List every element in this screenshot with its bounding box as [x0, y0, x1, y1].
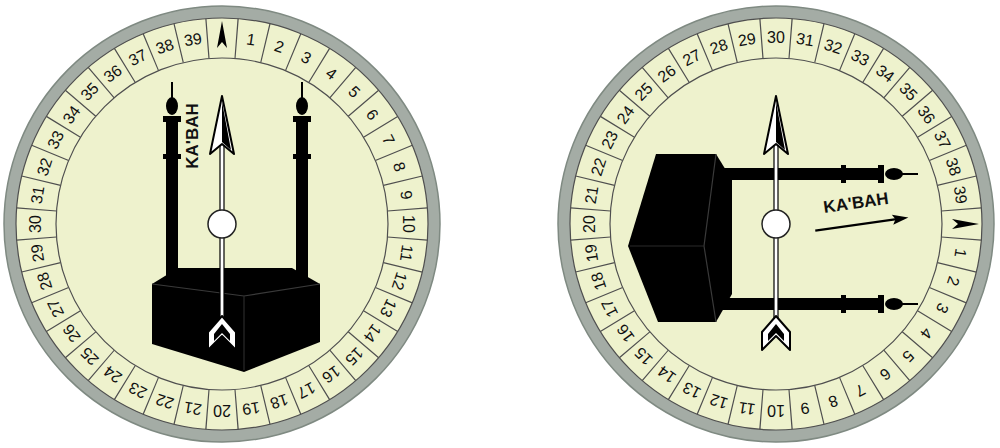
- direction-label: KA'BAH: [822, 190, 889, 216]
- dial-number: 8: [390, 160, 408, 173]
- dial-number: 6: [363, 106, 381, 123]
- dial-number: 11: [737, 399, 756, 417]
- dial-number: 3: [933, 301, 951, 316]
- dial-number: 25: [633, 81, 657, 105]
- dial-number: 21: [583, 185, 602, 205]
- dial-number: 28: [708, 37, 730, 58]
- dial-number: 3: [299, 49, 314, 67]
- dial-number: 29: [29, 243, 48, 263]
- dial-number: 14: [361, 321, 384, 345]
- dial-number: 8: [827, 392, 840, 410]
- dial-number: 32: [823, 37, 845, 58]
- dial-number: 13: [680, 379, 703, 401]
- dial-number: 32: [35, 156, 56, 178]
- dial-number: 39: [950, 185, 969, 205]
- dial-number: 34: [60, 103, 83, 127]
- direction-label: KA'BAH: [184, 103, 201, 168]
- dial-number: 24: [101, 363, 125, 386]
- dial-number: 34: [873, 62, 897, 85]
- qibla-arrow: [815, 213, 909, 236]
- dial-number: 19: [241, 398, 261, 417]
- dial-number: 28: [35, 271, 56, 293]
- compass-dial: [558, 6, 994, 442]
- dial-number: 23: [599, 128, 621, 151]
- dial-number: 6: [877, 365, 894, 383]
- dial-number: 31: [29, 185, 48, 205]
- dial-number: 27: [680, 47, 703, 69]
- dial-number: 23: [126, 379, 149, 401]
- dial-number: 15: [633, 344, 657, 368]
- dial-number: 36: [915, 103, 938, 127]
- dial-number: 18: [589, 271, 610, 293]
- dial-number: 18: [269, 391, 291, 412]
- dial-number: 27: [45, 297, 67, 320]
- dial-number: 26: [60, 321, 83, 345]
- dial-number: 21: [183, 398, 203, 417]
- dial-number: 12: [708, 391, 730, 412]
- dial-number: 30: [28, 215, 44, 233]
- dial-number: 20: [582, 215, 598, 233]
- dial-number: 39: [183, 31, 203, 50]
- dial-number: 25: [79, 344, 103, 368]
- dial-number: 35: [896, 81, 920, 105]
- dial-number: 20: [213, 402, 231, 418]
- dial-number: 16: [319, 363, 343, 386]
- north-mark: [217, 21, 227, 48]
- dial-number: 37: [126, 47, 149, 69]
- dial-number: 30: [767, 30, 785, 46]
- dial-number: 15: [342, 344, 366, 368]
- dial-number: 5: [899, 347, 917, 365]
- dial-number: 10: [767, 402, 785, 418]
- dial-number: 17: [599, 297, 621, 320]
- dial-number: 36: [101, 62, 125, 85]
- dial-number: 19: [583, 243, 602, 263]
- dial-number: 7: [379, 132, 397, 147]
- dial-number: 12: [389, 271, 410, 293]
- north-mark: [952, 219, 979, 229]
- dial-number: 11: [397, 244, 415, 263]
- dial-number: 31: [795, 31, 815, 50]
- compass-dial: [4, 6, 440, 442]
- dial-number: 33: [849, 47, 872, 69]
- dial-number: 1: [245, 32, 256, 49]
- dial-number: 35: [79, 81, 103, 105]
- dial-number: 2: [273, 38, 286, 56]
- dial-number: 37: [931, 128, 953, 151]
- dial-number: 17: [295, 379, 318, 401]
- dial-number: 9: [397, 189, 414, 200]
- dial-number: 7: [853, 381, 868, 399]
- dial-number: 5: [345, 84, 363, 102]
- dial-number: 9: [799, 399, 810, 416]
- dial-number: 4: [323, 64, 340, 82]
- dial-number: 38: [154, 37, 176, 58]
- dial-number: 10: [400, 215, 416, 233]
- dial-number: 33: [45, 128, 67, 151]
- dial-number: 24: [614, 103, 637, 127]
- dial-number: 29: [737, 31, 757, 50]
- dial-number: 2: [944, 275, 962, 288]
- dial-number: 26: [655, 62, 679, 85]
- dial-number: 14: [655, 363, 679, 386]
- dial-number: 38: [943, 156, 964, 178]
- dial-number: 4: [917, 325, 935, 342]
- dial-number: 13: [377, 297, 399, 320]
- dial-number: 16: [614, 321, 637, 345]
- dial-number: 22: [589, 156, 610, 178]
- dial-number: 1: [951, 247, 968, 258]
- dial-number: 22: [154, 391, 176, 412]
